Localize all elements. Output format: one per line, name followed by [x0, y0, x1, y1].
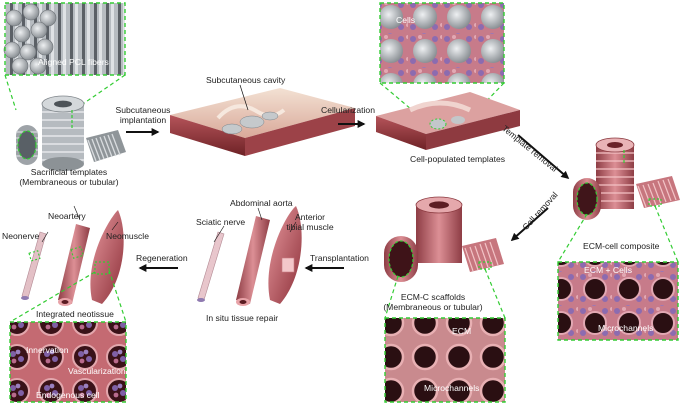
label-abdominal-aorta: Abdominal aorta	[230, 198, 293, 208]
label-transplantation: Transplantation	[310, 253, 369, 263]
label-neonerve: Neonerve	[2, 231, 40, 241]
label-anterior-tibial: Anterior tibial muscle	[280, 212, 340, 233]
label-innervation: Innervation	[26, 345, 69, 355]
inset-pcl-fibers	[3, 2, 126, 76]
label-subcutaneous-implantation: Subcutaneous implantation	[112, 105, 174, 126]
label-ecm: ECM	[452, 326, 472, 336]
label-sacrificial: Sacrificial templates (Membraneous or tu…	[14, 167, 124, 188]
label-ecm-cell-composite: ECM-cell composite	[583, 241, 660, 251]
callout-lines-ecmc	[384, 268, 506, 319]
neotissue-objects	[21, 205, 124, 306]
label-cellularization: Cellularization	[321, 105, 375, 115]
inset-ecm	[384, 317, 506, 403]
label-ecmc-line1: ECM-C scaffolds	[400, 292, 466, 302]
label-cell-populated: Cell-populated templates	[410, 154, 506, 164]
label-ecm-c-scaffolds: ECM-C scaffolds (Membraneous or tubular)	[378, 292, 488, 313]
label-subcut-line2: implantation	[119, 114, 167, 125]
cell-populated-slab	[376, 92, 520, 150]
inset-ecm-cells	[557, 261, 679, 341]
label-neomuscle: Neomuscle	[106, 231, 149, 241]
ecm-c-scaffolds	[384, 196, 504, 282]
in-situ-objects	[197, 206, 302, 306]
label-aligned-pcl: Aligned PCL fibers	[38, 57, 109, 67]
arrow-cell-removal	[510, 207, 549, 242]
label-neoartery: Neoartery	[48, 211, 86, 221]
label-anterior-line2: tibial muscle	[286, 221, 334, 232]
arrow-template-removal	[517, 134, 570, 180]
label-sciatic-nerve: Sciatic nerve	[196, 217, 246, 227]
label-sacrificial-line1: Sacrificial templates	[30, 167, 108, 177]
label-anterior-line1: Anterior	[294, 212, 326, 222]
label-sacrificial-line2: (Membraneous or tubular)	[19, 176, 119, 187]
label-endogenous: Endogenous cell	[36, 390, 100, 400]
inset-neotissue	[9, 321, 127, 403]
label-subcut-line1: Subcutaneous	[115, 105, 171, 115]
sacrificial-templates	[16, 95, 126, 171]
label-integrated: Integrated neotissue	[36, 309, 114, 319]
label-cells: Cells	[396, 15, 416, 25]
label-ecmc-line2: (Membraneous or tubular)	[383, 301, 483, 312]
callout-lines-neotissue	[9, 269, 127, 323]
label-subcutaneous-cavity: Subcutaneous cavity	[206, 75, 286, 85]
label-vascularization: Vascularization	[68, 366, 126, 376]
ecm-cell-composite	[573, 137, 680, 220]
label-microchannels-right: Microchannels	[598, 323, 654, 333]
label-in-situ: In situ tissue repair	[206, 313, 279, 323]
inset-cells	[379, 2, 505, 84]
label-regeneration: Regeneration	[136, 253, 188, 263]
callout-lines-ecm-cell	[557, 205, 679, 263]
subcutaneous-slab	[170, 84, 355, 156]
callout-lines-pcl	[4, 74, 126, 111]
label-ecm-plus-cells: ECM + Cells	[584, 265, 632, 275]
label-microchannels-mid: Microchannels	[424, 383, 480, 393]
